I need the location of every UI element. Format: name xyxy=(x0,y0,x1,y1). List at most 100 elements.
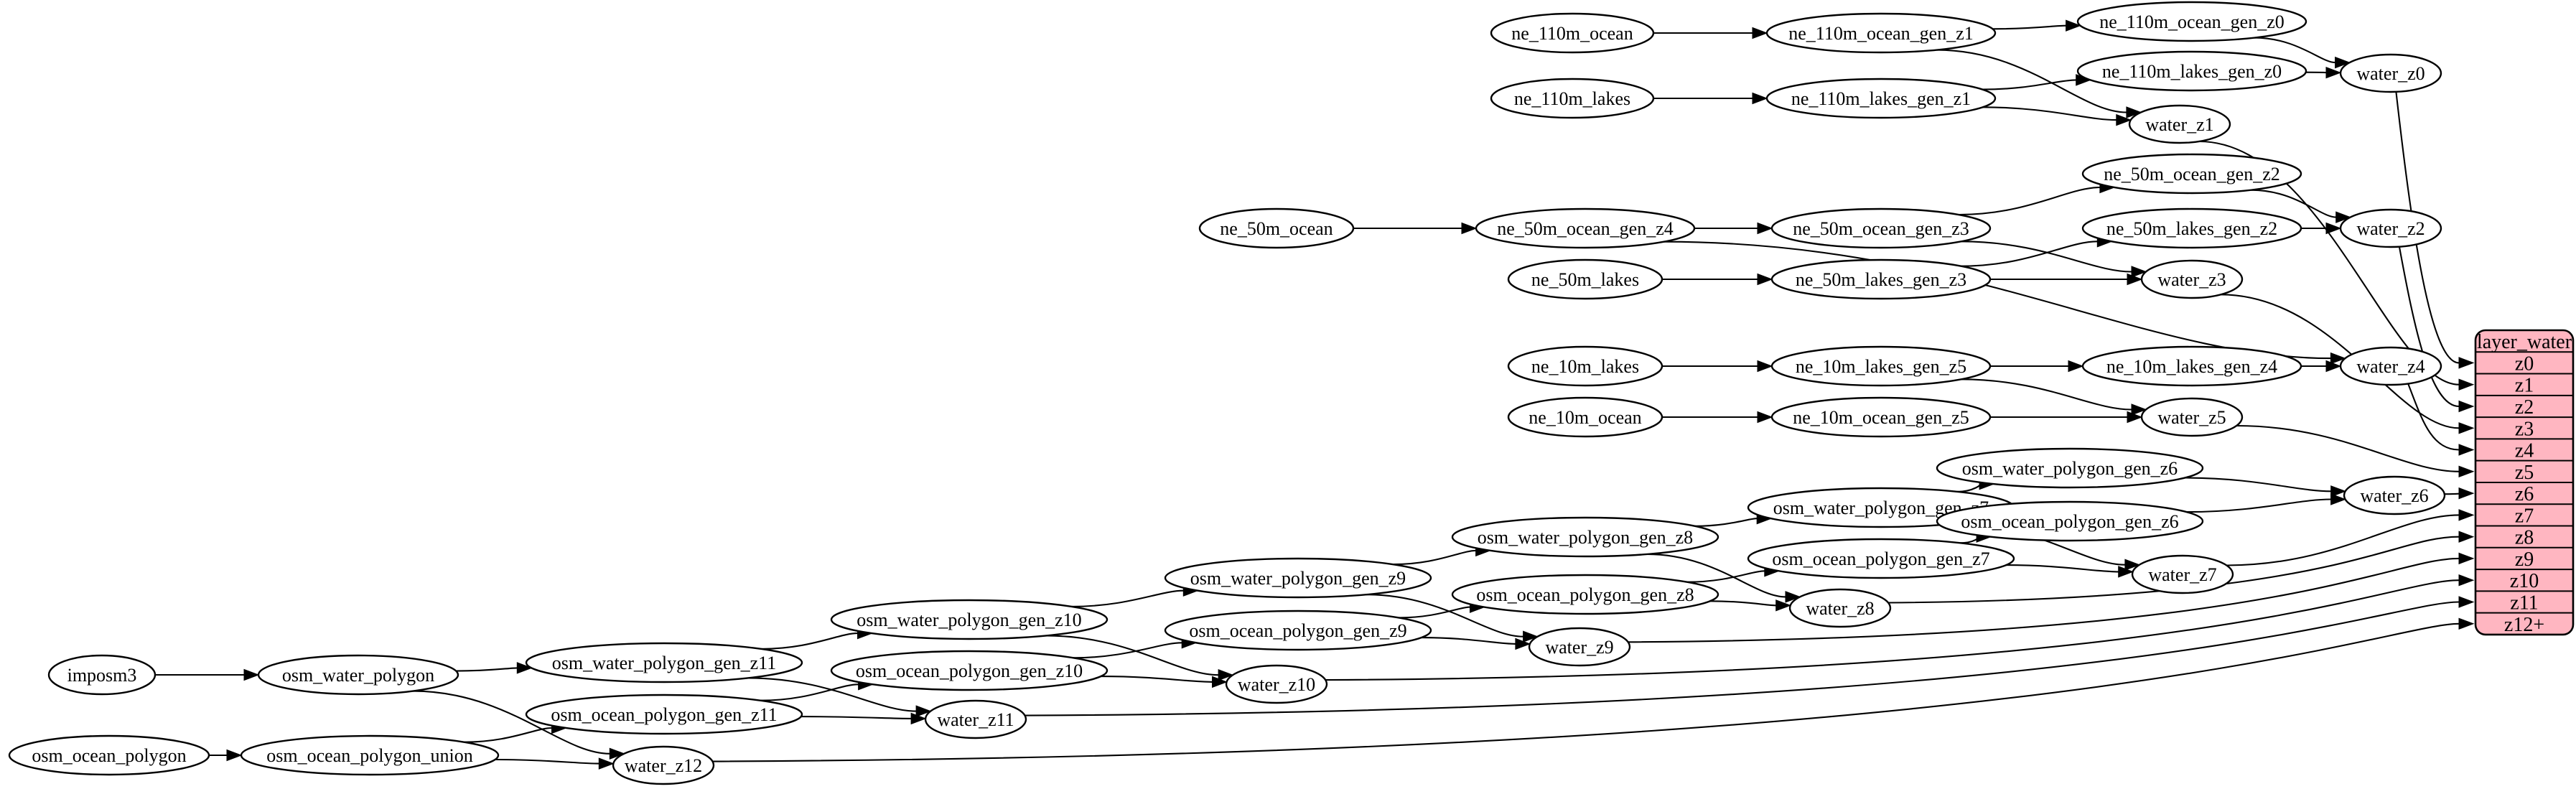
edge-osm_water_polygon_gen_z10-to-water_z10-arrowhead xyxy=(1218,668,1234,681)
node-water_z4 xyxy=(2339,346,2442,386)
edge-ne_50m_ocean-to-ne_50m_ocean_gen_z4-arrowhead xyxy=(1461,222,1478,235)
node-osm_ocean_polygon_gen_z8 xyxy=(1451,574,1719,615)
edge-water_z7-to-layer_water-z7-arrowhead xyxy=(2458,509,2475,521)
edge-ne_50m_ocean_gen_z3-to-water_z3 xyxy=(1961,241,2132,273)
node-label-osm_ocean_polygon_gen_z11: osm_ocean_polygon_gen_z11 xyxy=(551,704,777,725)
node-water_z9 xyxy=(1528,627,1631,667)
edge-water_z0-to-layer_water-z0-arrowhead xyxy=(2458,357,2475,369)
node-label-ne_50m_lakes_gen_z2: ne_50m_lakes_gen_z2 xyxy=(2106,218,2277,239)
edge-ne_110m_ocean_gen_z1-to-water_z1-arrowhead xyxy=(2126,106,2142,118)
edge-osm_ocean_polygon_gen_z11-to-water_z11 xyxy=(801,716,912,719)
node-ne_50m_lakes_gen_z2 xyxy=(2081,207,2302,249)
edge-water_z2-to-layer_water-z2-arrowhead xyxy=(2458,400,2475,413)
edge-osm_ocean_polygon_gen_z8-to-osm_ocean_polygon_gen_z7 xyxy=(1687,570,1765,583)
node-ne_110m_lakes_gen_z1 xyxy=(1765,78,1997,119)
edge-osm_water_polygon-to-osm_water_polygon_gen_z11-arrowhead xyxy=(516,662,533,674)
edge-ne_110m_ocean_gen_z0-to-water_z0-arrowhead xyxy=(2335,56,2351,69)
node-osm_ocean_polygon_gen_z10 xyxy=(830,650,1109,691)
edge-osm_ocean_polygon_union-to-water_z12-arrowhead xyxy=(598,757,615,770)
edge-ne_10m_lakes-to-ne_10m_lakes_gen_z5-arrowhead xyxy=(1757,360,1773,373)
node-label-osm_ocean_polygon: osm_ocean_polygon xyxy=(32,745,186,766)
node-water_z11 xyxy=(924,699,1027,739)
edge-osm_ocean_polygon_gen_z8-to-water_z8 xyxy=(1709,600,1776,607)
node-water_z6 xyxy=(2343,475,2446,515)
table-row-z6: z6 xyxy=(2515,483,2534,505)
table-row-z7: z7 xyxy=(2515,505,2534,527)
node-ne_110m_lakes xyxy=(1490,78,1655,119)
edge-water_z4-to-layer_water-z4-arrowhead xyxy=(2458,444,2475,456)
node-label-water_z4: water_z4 xyxy=(2356,356,2425,377)
edge-osm_ocean_polygon_gen_z8-to-water_z8-arrowhead xyxy=(1775,599,1792,612)
edge-ne_110m_ocean_gen_z1-to-ne_110m_ocean_gen_z0-arrowhead xyxy=(2066,19,2082,32)
node-water_z2 xyxy=(2339,208,2442,248)
edge-osm_ocean_polygon_gen_z10-to-osm_ocean_polygon_gen_z9 xyxy=(1073,642,1182,659)
edge-water_z12-to-layer_water-z12+-arrowhead xyxy=(2458,617,2475,630)
node-label-ne_50m_ocean: ne_50m_ocean xyxy=(1220,218,1333,239)
edge-ne_50m_lakes_gen_z3-to-water_z3-arrowhead xyxy=(2127,273,2143,286)
node-osm_water_polygon_gen_z6 xyxy=(1936,447,2204,489)
node-label-osm_water_polygon_gen_z10: osm_water_polygon_gen_z10 xyxy=(857,610,1081,630)
table-row-z5: z5 xyxy=(2515,462,2534,484)
node-water_z12 xyxy=(612,745,715,785)
node-ne_110m_ocean_gen_z0 xyxy=(2076,1,2307,42)
table-row-z12plus: z12+ xyxy=(2504,614,2544,636)
edge-osm_ocean_polygon-to-osm_ocean_polygon_union-arrowhead xyxy=(226,749,243,762)
edge-water_z12-to-layer_water-z12+ xyxy=(712,622,2460,762)
edge-ne_10m_lakes_gen_z5-to-water_z5 xyxy=(1961,378,2132,411)
node-osm_water_polygon_gen_z11 xyxy=(525,642,803,683)
edge-osm_water_polygon_gen_z10-to-water_z10 xyxy=(1045,635,1219,676)
node-water_z1 xyxy=(2128,104,2231,144)
node-ne_50m_ocean xyxy=(1198,207,1355,249)
edge-osm_water_polygon-to-water_z12-arrowhead xyxy=(609,747,625,760)
node-label-ne_10m_lakes_gen_z5: ne_10m_lakes_gen_z5 xyxy=(1796,356,1966,377)
edge-osm_water_polygon_gen_z10-to-osm_water_polygon_gen_z9 xyxy=(1071,589,1184,607)
node-label-ne_110m_ocean_gen_z0: ne_110m_ocean_gen_z0 xyxy=(2099,11,2285,32)
node-water_z8 xyxy=(1788,588,1892,628)
node-water_z0 xyxy=(2339,53,2442,93)
edge-ne_110m_lakes_gen_z1-to-ne_110m_lakes_gen_z0 xyxy=(1982,79,2076,90)
node-label-osm_water_polygon_gen_z11: osm_water_polygon_gen_z11 xyxy=(552,653,776,673)
edge-ne_110m_lakes-to-ne_110m_lakes_gen_z1-arrowhead xyxy=(1752,92,1768,105)
edge-water_z9-to-layer_water-z9-arrowhead xyxy=(2458,552,2475,565)
edge-water_z10-to-layer_water-z10-arrowhead xyxy=(2458,574,2475,587)
edge-osm_ocean_polygon_gen_z10-to-water_z10 xyxy=(1101,676,1213,683)
edge-ne_50m_lakes_gen_z3-to-ne_50m_lakes_gen_z2 xyxy=(1961,241,2098,267)
table-row-z10: z10 xyxy=(2510,570,2539,592)
edge-ne_10m_lakes_gen_z5-to-water_z5-arrowhead xyxy=(2131,403,2147,416)
edge-osm_water_polygon_gen_z9-to-water_z9 xyxy=(1366,594,1523,638)
edge-ne_50m_ocean_gen_z4-to-water_z4 xyxy=(1663,241,2331,360)
edges-layer xyxy=(155,19,2475,770)
edge-water_z11-to-layer_water-z11 xyxy=(1025,601,2460,716)
node-ne_50m_ocean_gen_z3 xyxy=(1770,207,1992,249)
edge-osm_ocean_polygon_gen_z11-to-water_z11-arrowhead xyxy=(910,712,927,725)
node-label-osm_ocean_polygon_gen_z10: osm_ocean_polygon_gen_z10 xyxy=(856,660,1083,681)
node-label-osm_ocean_polygon_gen_z6: osm_ocean_polygon_gen_z6 xyxy=(1961,511,2178,532)
node-ne_50m_lakes xyxy=(1507,258,1663,300)
node-ne_110m_ocean xyxy=(1490,12,1655,54)
node-water_z7 xyxy=(2131,554,2234,594)
node-osm_ocean_polygon_gen_z6 xyxy=(1936,500,2204,542)
edge-osm_water_polygon_gen_z8-to-osm_water_polygon_gen_z7 xyxy=(1694,518,1758,527)
table-row-z2: z2 xyxy=(2515,396,2534,419)
node-water_z3 xyxy=(2140,259,2244,299)
node-label-ne_50m_ocean_gen_z2: ne_50m_ocean_gen_z2 xyxy=(2104,164,2279,185)
edge-water_z5-to-layer_water-z5-arrowhead xyxy=(2458,465,2475,478)
node-ne_50m_ocean_gen_z4 xyxy=(1475,207,1696,249)
node-ne_10m_lakes xyxy=(1507,345,1663,387)
edge-ne_10m_lakes_gen_z5-to-ne_10m_lakes_gen_z4-arrowhead xyxy=(2068,360,2084,373)
edge-ne_110m_ocean_gen_z0-to-water_z0 xyxy=(2254,37,2335,64)
node-osm_ocean_polygon_gen_z11 xyxy=(525,694,803,735)
node-label-water_z5: water_z5 xyxy=(2157,407,2226,428)
edge-ne_110m_lakes_gen_z0-to-water_z0-arrowhead xyxy=(2325,66,2342,79)
edge-water_z6-to-layer_water-z6-arrowhead xyxy=(2458,487,2475,500)
node-label-ne_10m_lakes_gen_z4: ne_10m_lakes_gen_z4 xyxy=(2106,356,2277,377)
edge-water_z3-to-layer_water-z3-arrowhead xyxy=(2458,422,2475,434)
edge-water_z8-to-layer_water-z8-arrowhead xyxy=(2458,531,2475,543)
table-row-z9: z9 xyxy=(2515,548,2534,571)
node-osm_water_polygon xyxy=(257,654,459,696)
edge-osm_ocean_polygon_gen_z9-to-osm_ocean_polygon_gen_z8 xyxy=(1399,606,1470,619)
edge-osm_water_polygon-to-osm_water_polygon_gen_z11 xyxy=(456,667,518,672)
edge-osm_water_polygon_gen_z8-to-water_z8 xyxy=(1646,553,1786,598)
